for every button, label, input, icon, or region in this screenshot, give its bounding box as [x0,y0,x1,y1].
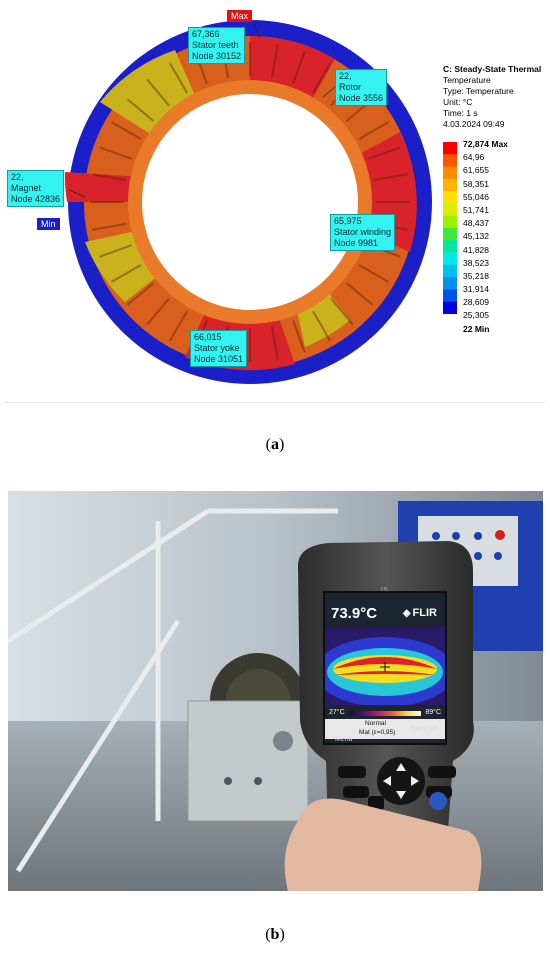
thermal-image [325,627,445,705]
legend-value: 58,351 [463,178,489,189]
stator-slot [92,222,127,231]
camera-temperature-readout: 73.9°C [331,605,378,622]
callout-magnet: 22, Magnet Node 42836 [7,170,65,207]
legend-value: 41,828 [463,244,489,255]
legend-value: 28,609 [463,297,489,308]
legend-swatch [443,289,457,303]
caption-b: (b) [265,926,285,943]
camera-brand: ◈FLIR [402,607,437,619]
fea-thermal-panel: Max Min 67,366 Stator teeth Node 30152 2… [5,2,545,403]
stator-slot [345,282,374,306]
stator-slot [373,173,408,182]
legend-color-bar [443,142,457,314]
callout-stator-teeth: 67,366 Stator teeth Node 30152 [188,27,246,64]
stator-slot [92,173,127,182]
legend-value: 35,218 [463,270,489,281]
inner-bore [142,94,358,310]
legend-value: 22 Min [463,323,490,334]
legend-line: Temperature [443,75,491,85]
camera-menu-label: Menü [335,736,353,743]
legend-swatch [443,154,457,167]
stator-slot [146,78,170,107]
stator-slot [99,244,132,258]
stator-slot [110,264,142,283]
stator-slot [126,98,155,122]
fea-motor-ring [64,20,432,384]
callout-stator-yoke: 66,015 Stator yoke Node 31051 [190,330,248,367]
stator-slot [368,146,401,160]
legend-line: Unit: °C [443,97,473,107]
legend-swatch [443,191,457,204]
callout-rotor: 22, Rotor Node 3556 [335,69,388,106]
stator-slot [330,297,354,326]
legend-swatch [443,264,457,278]
legend-value: 55,046 [463,191,489,202]
stator-slot [146,297,170,326]
legend-swatch [443,301,457,314]
legend-line: 4.03.2024 09:49 [443,119,505,129]
legend-swatch [443,240,457,253]
legend-swatch [443,203,457,217]
stator-slot [312,62,331,94]
stator-slot [312,310,331,342]
legend-value: 38,523 [463,257,489,268]
legend-line: Time: 1 s [443,108,478,118]
stator-slot [99,146,132,160]
stator-slot [358,264,390,283]
legend-swatch [443,166,457,180]
hand [284,798,482,891]
min-flag: Min [37,218,60,230]
legend-value: 51,741 [463,204,489,215]
legend-line: Type: Temperature [443,86,514,96]
legend-swatch [443,142,457,155]
aluminium-frame [8,508,338,873]
callout-stator-winding: 65,975 Stator winding Node 9981 [330,214,396,251]
camera-buttons [338,757,456,810]
stator-slot [358,121,390,140]
camera-emissivity: Normal Mat (ε=0,95) [325,719,445,739]
stator-slot [270,44,279,79]
stator-slot [126,282,155,306]
legend-swatch [443,252,457,266]
lab-photo [8,491,543,891]
legend-value: 72,874 Max [463,139,508,149]
legend-value: 25,305 [463,310,489,321]
legend-value: 31,914 [463,284,489,295]
legend-swatch [443,178,457,192]
camera-auto-label: Oto/Kilitli [410,726,438,733]
stator-slot [292,320,306,353]
legend-header: C: Steady-State Thermal Temperature Type… [443,64,541,130]
legend-swatch [443,215,457,229]
thermal-camera-photo: 15 73.9°C ◈FLIR 27°C 89°C Normal Mat (ε=… [8,491,543,891]
stator-slot [169,62,188,94]
legend-swatch [443,277,457,290]
max-flag: Max [227,10,253,22]
legend-value: 45,132 [463,231,489,242]
legend-value: 48,437 [463,218,489,229]
hot-sector-left [64,172,142,202]
flir-logo-icon: ◈ [402,608,411,619]
mounting-plate [187,700,309,822]
legend-swatch [443,228,457,241]
legend-value: 61,655 [463,165,489,176]
camera-screen: 73.9°C ◈FLIR 27°C 89°C Normal Mat (ε=0,9… [323,591,447,745]
camera-top-label: 15 [380,587,388,594]
stator-slot [270,325,279,360]
legend-title: C: Steady-State Thermal [443,64,542,74]
legend-values: 72,874 Max 64,96 61,655 58,351 55,046 51,741 4… [463,138,508,336]
caption-a: (a) [265,436,285,453]
stator-slot [292,51,306,84]
legend-value: 64,96 [463,152,485,163]
stator-slot [110,121,142,140]
stator-slot [169,310,188,342]
